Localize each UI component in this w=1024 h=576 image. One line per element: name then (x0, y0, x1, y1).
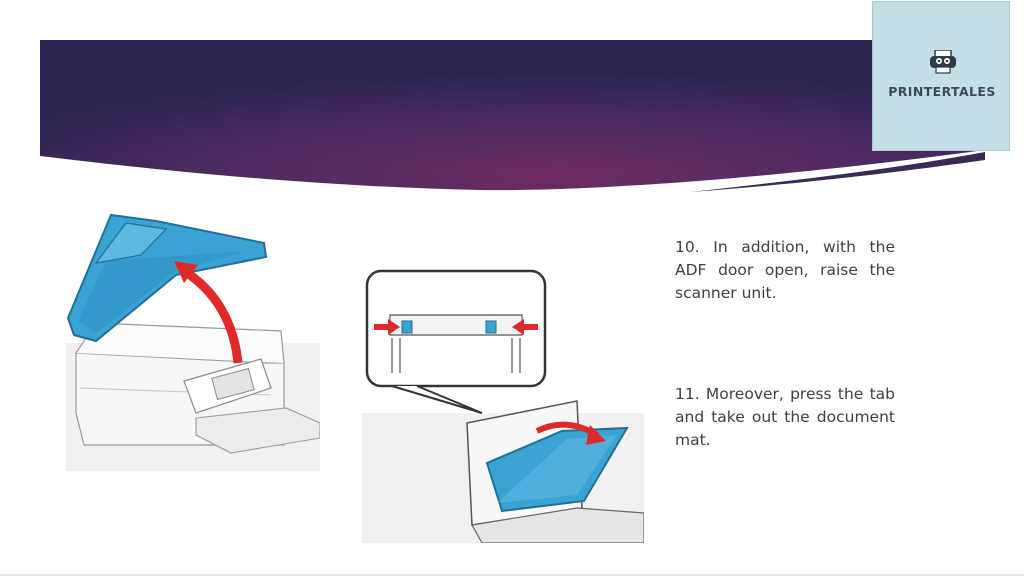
step-11-text: 11. Moreover, press the tab and take out… (675, 385, 895, 449)
logo: PRINTERTALES (872, 1, 1010, 151)
printer-mascot-icon (930, 50, 956, 74)
bottom-divider (0, 574, 1024, 576)
step-10-text: 10. In addition, with the ADF door open,… (675, 238, 895, 302)
logo-text: PRINTERTALES (888, 84, 996, 99)
printer-raise-scanner-illustration (66, 213, 320, 471)
remove-document-mat-illustration (362, 263, 644, 543)
title-banner (40, 40, 985, 192)
